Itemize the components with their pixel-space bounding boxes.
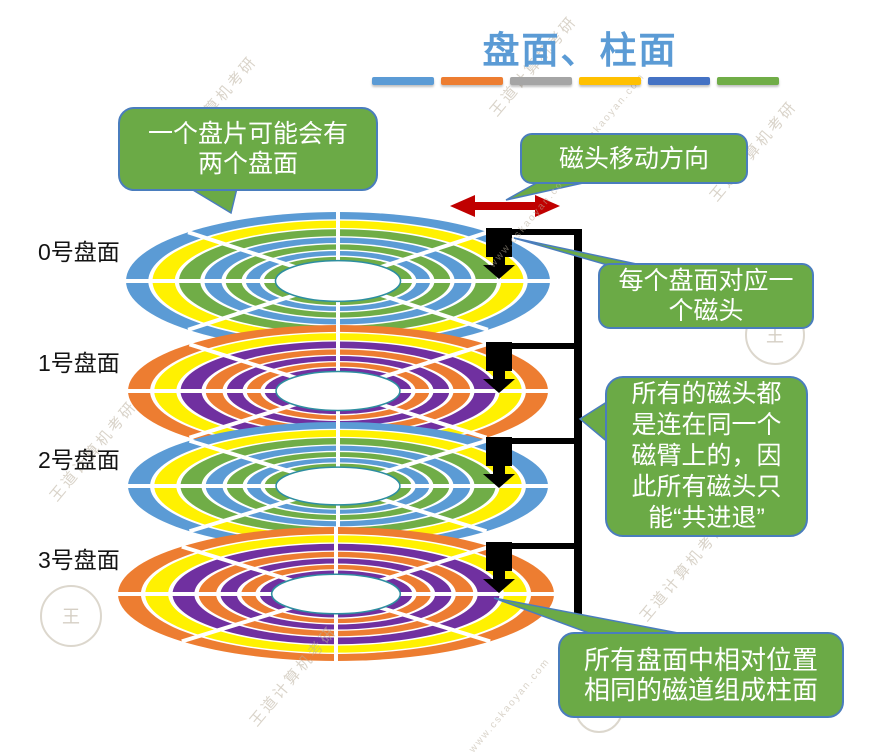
disk-label-3: 3号盘面: [38, 547, 120, 573]
head-arrow-stem: [493, 571, 505, 579]
platter-surface-3: [118, 527, 554, 661]
read-write-head-1: [483, 342, 515, 393]
head-arrow-tip: [483, 379, 515, 393]
callout-head-per-surface: 每个盘面对应一 个磁头: [598, 263, 814, 329]
accent-bars: [372, 77, 779, 85]
callout-cylinder: 所有盘面中相对位置 相同的磁道组成柱面: [558, 632, 844, 718]
accent-bar: [510, 77, 572, 85]
callout-line: 磁头移动方向: [558, 144, 709, 173]
head-arrow-stem: [493, 371, 505, 379]
platter-surface-1: [128, 325, 548, 457]
spindle-hole: [270, 573, 402, 615]
callout-line: 所有盘面中相对位置: [583, 645, 818, 675]
callout-line: 磁臂上的，因: [631, 442, 782, 470]
slide: { "title": "盘面、柱面", "accent_bars": ["#5B…: [38, 12, 844, 755]
spindle-hole: [275, 370, 401, 412]
platters-layer: [118, 212, 554, 661]
head-arrow-tip: [483, 265, 515, 279]
page-title: 盘面、柱面: [482, 31, 678, 72]
read-write-head-2: [483, 437, 515, 488]
platter-surface-0: [126, 212, 550, 350]
disk-label-2: 2号盘面: [38, 447, 120, 473]
accent-bar: [441, 77, 503, 85]
callout-line: 个磁头: [668, 297, 744, 325]
arm-branch: [505, 343, 582, 349]
platter-surface-2: [128, 422, 548, 550]
accent-bar: [717, 77, 779, 85]
callout-line: 所有的磁头都: [631, 380, 782, 408]
spindle-hole: [274, 259, 402, 303]
callout-line: 相同的磁道组成柱面: [583, 675, 818, 705]
hdd-diagram: [118, 180, 679, 661]
accent-bar: [648, 77, 710, 85]
arm-branch: [505, 543, 582, 549]
callout-line: 一个盘片可能会有: [147, 120, 348, 148]
callout-line: 能“共进退”: [648, 504, 765, 532]
head-body: [486, 342, 512, 371]
read-write-head-0: [483, 228, 515, 279]
head-arrow-stem: [493, 466, 505, 474]
spindle-hole: [275, 466, 401, 506]
head-arrow-tip: [483, 579, 515, 593]
accent-bar: [579, 77, 641, 85]
callout-head-direction: 磁头移动方向: [520, 133, 748, 184]
arm-branch: [505, 438, 582, 444]
arrow-head-left: [450, 195, 475, 217]
head-arrow-tip: [483, 474, 515, 488]
disk-label-1: 1号盘面: [38, 350, 120, 376]
callout-line: 是连在同一个: [631, 411, 782, 439]
callout-arm-shared: 所有的磁头都 是连在同一个 磁臂上的，因 此所有磁头只 能“共进退”: [605, 376, 808, 537]
arm-branch: [505, 229, 582, 235]
head-body: [486, 228, 512, 257]
head-arrow-stem: [493, 257, 505, 265]
accent-bar: [372, 77, 434, 85]
head-movement-arrow: [450, 195, 560, 217]
callout-platter-sides: 一个盘片可能会有 两个盘面: [118, 107, 378, 191]
head-body: [486, 437, 512, 466]
actuator-arm-layer: [483, 228, 582, 628]
head-body: [486, 542, 512, 571]
arrow-head-right: [535, 195, 560, 217]
actuator-arm: [574, 229, 582, 628]
callout-line: 两个盘面: [197, 150, 298, 178]
callout-line: 每个盘面对应一: [618, 267, 794, 295]
read-write-head-3: [483, 542, 515, 593]
disk-label-0: 0号盘面: [38, 239, 120, 265]
callout-line: 此所有磁头只: [631, 473, 782, 501]
